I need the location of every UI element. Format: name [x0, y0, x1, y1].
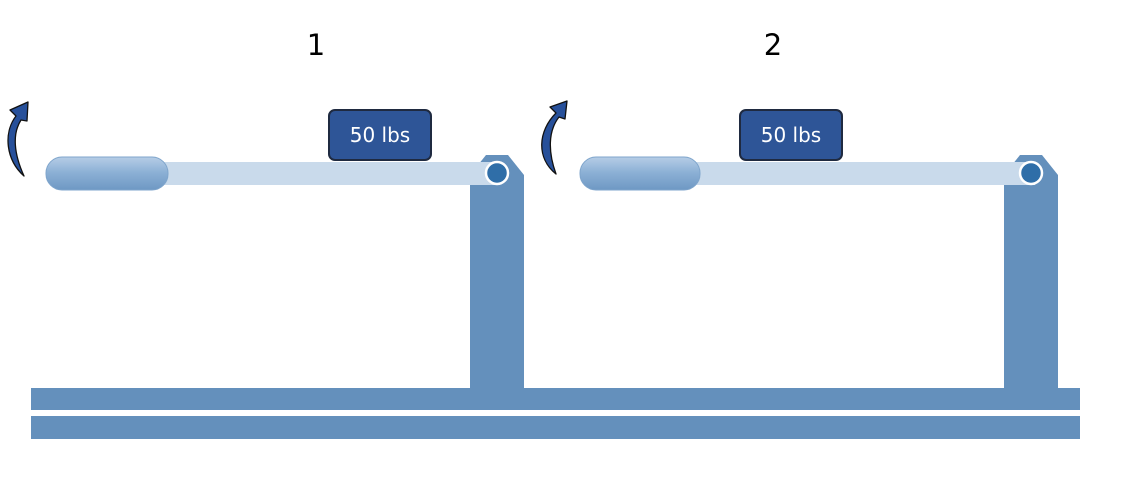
lever-bar-1	[160, 162, 500, 185]
support-post-2	[1004, 155, 1058, 395]
base-rail-lower	[31, 416, 1080, 439]
curved-up-arrow-icon	[7, 101, 29, 177]
weight-label-1: 50 lbs	[350, 123, 410, 147]
lever-bar-2	[690, 162, 1035, 185]
weight-box-1	[328, 109, 432, 161]
lever-assembly-2: 2 50 lbs	[541, 28, 1058, 395]
weight-box-2	[739, 109, 843, 161]
lever-handle-2	[579, 156, 701, 191]
curved-up-arrow-icon	[541, 100, 568, 175]
pivot-pin-icon	[1018, 160, 1044, 186]
lever-number-label-2: 2	[764, 28, 782, 62]
weight-label-2: 50 lbs	[761, 123, 821, 147]
lever-handle-1	[45, 156, 169, 191]
lever-assembly-1: 1 50 lbs	[7, 28, 524, 395]
support-post-1	[470, 155, 524, 395]
lever-number-label-1: 1	[307, 28, 325, 62]
pivot-pin-icon	[484, 160, 510, 186]
base-rail-upper	[31, 388, 1080, 410]
